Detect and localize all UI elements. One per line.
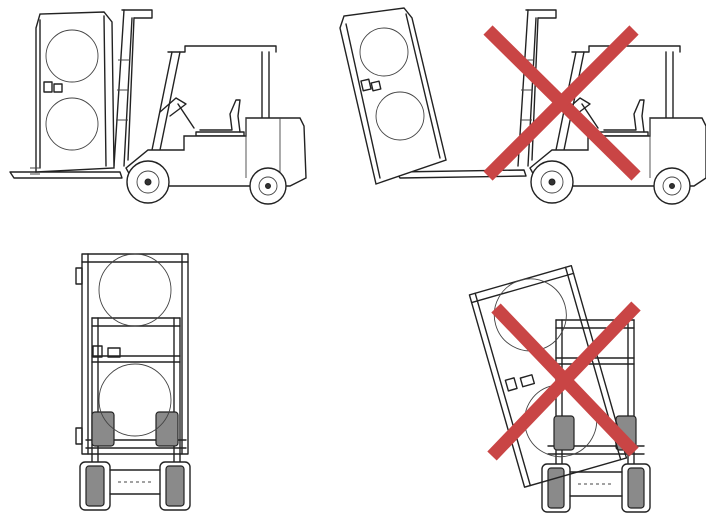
panel-side-upright [10, 10, 306, 204]
panel-front-tilted [469, 266, 650, 512]
cabinet-tilted-side [340, 8, 446, 184]
panel-front-upright [76, 254, 190, 510]
panel-side-tilted [340, 8, 706, 204]
cabinet-upright-side [30, 12, 114, 174]
forklift-front-view [80, 318, 190, 510]
